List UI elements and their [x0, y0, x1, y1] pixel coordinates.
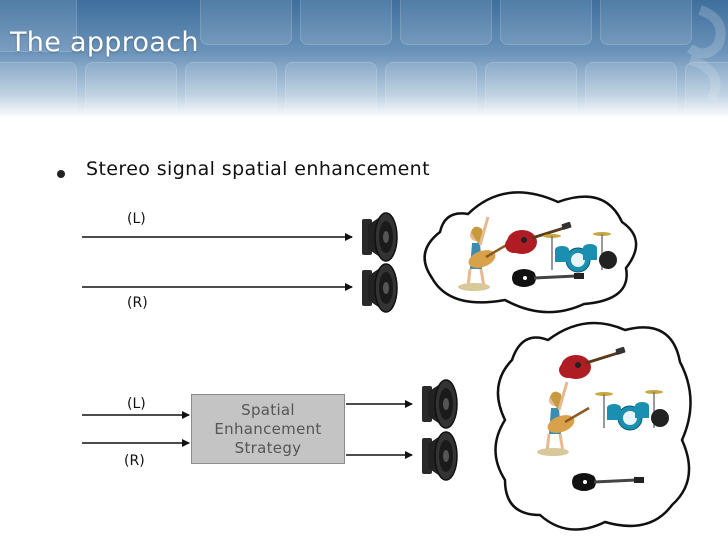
strategy-label-line: Spatial — [241, 400, 295, 419]
header-tile — [0, 0, 77, 52]
header-tile — [600, 0, 692, 45]
header-tile — [685, 62, 728, 118]
header-tile — [500, 0, 592, 45]
header-tile — [385, 62, 477, 118]
speaker-icon — [421, 379, 458, 429]
top-right-channel-label: (R) — [127, 295, 148, 311]
top-left-channel-label: (L) — [127, 211, 146, 227]
bullet-marker — [57, 170, 65, 178]
spatial-enhancement-strategy-box: Spatial Enhancement Strategy — [191, 394, 345, 464]
bottom-left-channel-label: (L) — [127, 396, 146, 412]
bottom-right-channel-label: (R) — [124, 453, 145, 469]
thought-cloud-icon — [423, 191, 638, 314]
header-tile — [300, 0, 392, 45]
speaker-icon — [361, 212, 398, 262]
header-tile — [200, 0, 292, 45]
header-tile — [185, 62, 277, 118]
strategy-label-line: Enhancement — [214, 419, 322, 438]
bullet-text: Stereo signal spatial enhancement — [86, 158, 430, 180]
header-tile — [285, 62, 377, 118]
header-tile — [0, 62, 77, 118]
header-decoration — [686, 5, 726, 102]
speaker-icon — [421, 431, 458, 481]
header-tile — [85, 62, 177, 118]
header-tile — [585, 62, 677, 118]
header-tile — [400, 0, 492, 45]
header-tile — [485, 62, 577, 118]
slide-title: The approach — [10, 27, 199, 58]
strategy-label-line: Strategy — [234, 438, 302, 457]
slide-header: The approach — [0, 0, 728, 118]
speaker-icon — [361, 263, 398, 313]
